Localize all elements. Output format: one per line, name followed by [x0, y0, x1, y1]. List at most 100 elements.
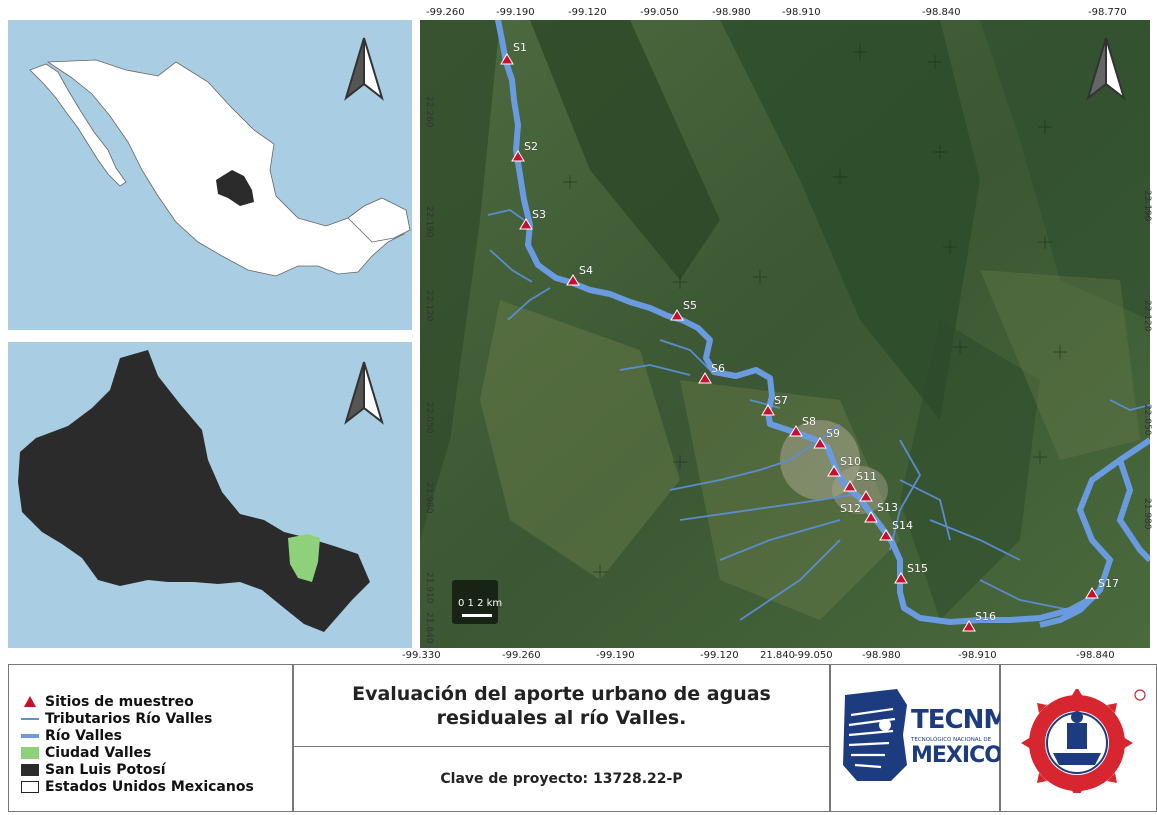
site-label: S16 — [975, 610, 996, 623]
tecnm-logo-country: MEXICO — [911, 743, 1003, 768]
site-marker: S4 — [566, 264, 593, 286]
mexico-outline — [29, 59, 411, 277]
site-label: S4 — [579, 264, 593, 277]
right-coord: 21.980 — [1142, 498, 1152, 530]
north-arrow-icon — [344, 37, 384, 101]
scale-bar-label: 0 1 2 km — [458, 598, 503, 609]
bottom-coord: -99.330 — [402, 650, 441, 661]
left-coord: 21.910 — [424, 572, 434, 604]
site-marker: S6 — [698, 362, 725, 384]
north-arrow-icon — [1086, 37, 1126, 101]
site-label: S1 — [513, 41, 527, 54]
site-label: S12 — [840, 502, 861, 515]
left-coord: 22.050 — [424, 402, 434, 434]
san-luis-potosi-inset-map — [8, 342, 412, 648]
top-coord: -98.980 — [712, 7, 751, 18]
bottom-coord: -98.910 — [958, 650, 997, 661]
top-coord: -99.190 — [496, 7, 535, 18]
right-coord: 22.120 — [1142, 300, 1152, 332]
site-marker: S1 — [500, 41, 527, 65]
legend-item-river: Río Valles — [19, 727, 292, 744]
legend-item-state: San Luis Potosí — [19, 761, 292, 778]
legend-label: Estados Unidos Mexicanos — [45, 778, 254, 795]
tecnm-logo-panel: TECNM TECNOLÓGICO NACIONAL DE MEXICO — [830, 664, 1009, 812]
itcv-logo-panel — [1000, 664, 1157, 812]
site-marker: S12 — [840, 490, 873, 515]
site-label: S15 — [907, 562, 928, 575]
tecnm-emblem-icon — [843, 689, 907, 781]
left-coord: 21.980 — [424, 482, 434, 514]
right-coord: 22.050 — [1142, 404, 1152, 436]
bottom-coord: -98.980 — [862, 650, 901, 661]
site-label: S6 — [711, 362, 725, 375]
map-legend: Sitios de muestreo Tributarios Río Valle… — [8, 664, 293, 812]
top-coord: -99.260 — [426, 7, 465, 18]
top-coord: -98.910 — [782, 7, 821, 18]
thin-line-icon — [19, 712, 41, 726]
scale-bar: 0 1 2 km — [452, 580, 502, 624]
legend-item-tributaries: Tributarios Río Valles — [19, 710, 292, 727]
legend-label: Ciudad Valles — [45, 744, 152, 761]
top-coord: -99.050 — [640, 7, 679, 18]
title-panel: Evaluación del aporte urbano de aguas re… — [293, 664, 830, 812]
map-title: Evaluación del aporte urbano de aguas re… — [294, 665, 829, 747]
site-marker: S2 — [511, 140, 538, 162]
satellite-map: S1 S2 S3 S4 S5 S6 S7 S8 S9 S10 S11 S12 S… — [420, 20, 1150, 648]
legend-item-country: Estados Unidos Mexicanos — [19, 778, 292, 795]
outline-swatch-icon — [19, 780, 41, 794]
site-marker: S9 — [813, 427, 840, 449]
north-arrow-icon — [344, 361, 384, 425]
fill-swatch-icon — [19, 763, 41, 777]
legend-label: Sitios de muestreo — [45, 693, 194, 710]
triangle-icon — [19, 695, 41, 709]
site-marker: S8 — [789, 415, 816, 437]
site-marker: S3 — [519, 208, 546, 230]
site-marker: S15 — [894, 562, 928, 584]
project-code: Clave de proyecto: 13728.22-P — [440, 771, 683, 787]
site-marker: S17 — [1085, 577, 1119, 599]
legend-item-sites: Sitios de muestreo — [19, 693, 292, 710]
bottom-coord: 21.840 — [760, 650, 795, 661]
legend-label: San Luis Potosí — [45, 761, 166, 778]
top-coord: -99.120 — [568, 7, 607, 18]
top-coord: -98.770 — [1088, 7, 1127, 18]
left-coord: 22.190 — [424, 206, 434, 238]
site-marker: S16 — [962, 610, 996, 632]
site-label: S8 — [802, 415, 816, 428]
bottom-coord: -99.050 — [794, 650, 833, 661]
itcv-seal-icon — [1021, 689, 1146, 793]
site-label: S14 — [892, 519, 913, 532]
bottom-coord: -98.840 — [1076, 650, 1115, 661]
site-label: S13 — [877, 501, 898, 514]
satellite-imagery — [420, 20, 1150, 648]
site-label: S17 — [1098, 577, 1119, 590]
site-marker: S5 — [670, 299, 697, 321]
tecnm-logo-text: TECNM — [911, 705, 1009, 735]
site-label: S11 — [856, 470, 877, 483]
mexico-inset-map — [8, 20, 412, 330]
left-coord: 22.120 — [424, 290, 434, 322]
fill-swatch-icon — [19, 746, 41, 760]
site-label: S9 — [826, 427, 840, 440]
site-label: S7 — [774, 394, 788, 407]
site-label: S5 — [683, 299, 697, 312]
bottom-coord: -99.190 — [596, 650, 635, 661]
bottom-coord: -99.120 — [700, 650, 739, 661]
site-marker: S7 — [761, 394, 788, 416]
left-coord: 21.840 — [424, 612, 434, 644]
site-marker: S13 — [864, 501, 898, 523]
thick-line-icon — [19, 729, 41, 743]
scale-bar-graphic — [462, 614, 492, 617]
site-marker: S10 — [827, 455, 861, 477]
state-outline — [18, 350, 370, 632]
right-coord: 22.190 — [1142, 190, 1152, 222]
site-marker: S14 — [879, 519, 913, 541]
tecnm-logo-subtext: TECNOLÓGICO NACIONAL DE — [911, 737, 992, 743]
legend-label: Río Valles — [45, 727, 123, 744]
bottom-coord: -99.260 — [502, 650, 541, 661]
site-label: S3 — [532, 208, 546, 221]
site-label: S2 — [524, 140, 538, 153]
top-coord: -98.840 — [922, 7, 961, 18]
site-marker: S11 — [843, 470, 877, 492]
sampling-sites: S1 S2 S3 S4 S5 S6 S7 S8 S9 S10 S11 S12 S… — [500, 41, 1119, 632]
